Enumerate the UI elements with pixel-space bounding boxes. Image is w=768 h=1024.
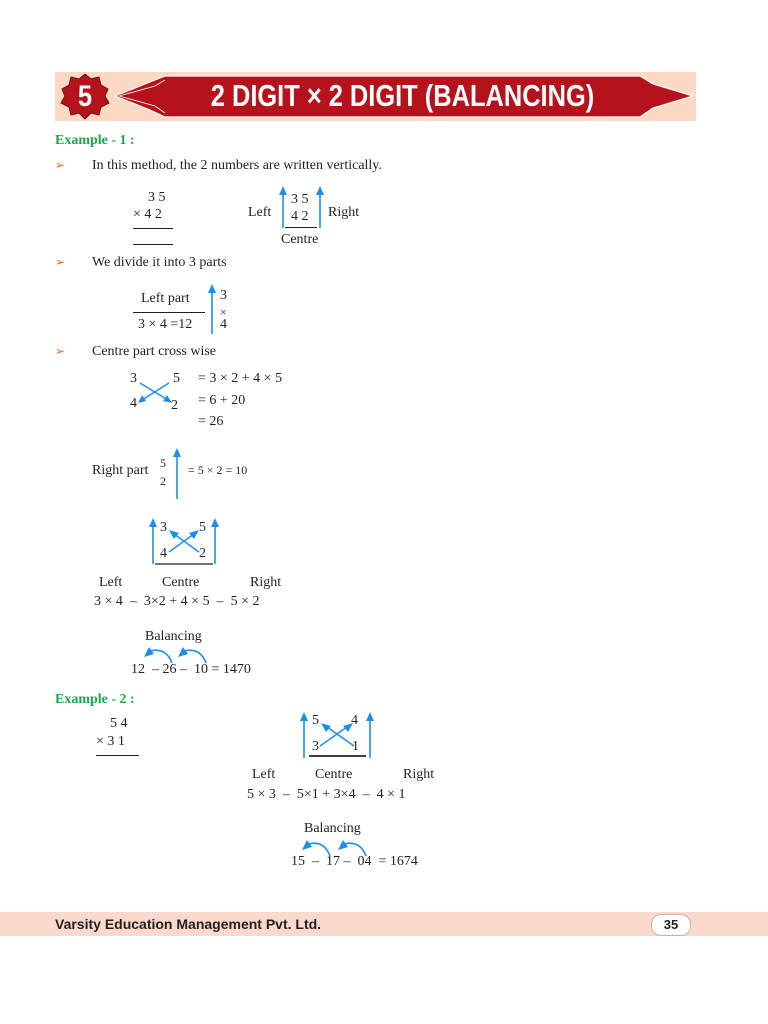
balancing-curved-arrows-icon bbox=[144, 647, 207, 664]
chapter-ribbon-graphic bbox=[60, 73, 696, 120]
footer-band bbox=[0, 912, 768, 936]
answer-blank-line bbox=[133, 244, 173, 246]
combined-digit: 1 bbox=[352, 739, 359, 754]
centre-label: Centre bbox=[281, 232, 319, 247]
cross-arrows-icon bbox=[138, 382, 172, 403]
combined-arrow-diagram-icon bbox=[300, 712, 374, 758]
example-1-heading: Example - 1 : bbox=[55, 133, 135, 148]
bullet-arrow-icon: ➢ bbox=[55, 344, 66, 358]
bullet-text: In this method, the 2 numbers are writte… bbox=[92, 158, 382, 173]
cross-digit: 5 bbox=[173, 371, 180, 386]
combined-digit: 4 bbox=[351, 713, 358, 728]
blue-up-arrow-icon bbox=[173, 448, 181, 499]
diagram-rule bbox=[285, 227, 317, 229]
left-part-digit-bottom: 4 bbox=[220, 317, 227, 332]
problem-multiplicand: 5 4 bbox=[110, 716, 128, 731]
combined-digit: 2 bbox=[199, 546, 206, 561]
combined-digit: 5 bbox=[199, 520, 206, 535]
blue-up-arrows-icon bbox=[279, 186, 324, 228]
summary-left-label: Left bbox=[252, 767, 276, 782]
right-label: Right bbox=[328, 205, 360, 220]
balancing-label: Balancing bbox=[304, 821, 361, 836]
left-part-digit-top: 3 bbox=[220, 288, 227, 303]
left-part-calc: 3 × 4 =12 bbox=[138, 317, 193, 332]
problem-multiplier: × 4 2 bbox=[133, 207, 162, 222]
combined-digit: 4 bbox=[160, 546, 167, 561]
right-part-label: Right part bbox=[92, 463, 149, 478]
blue-up-arrow-icon bbox=[208, 284, 216, 334]
left-part-times: × bbox=[220, 305, 227, 319]
centre-calc-line: = 26 bbox=[198, 414, 224, 429]
summary-centre-label: Centre bbox=[162, 575, 200, 590]
combined-digit: 3 bbox=[160, 520, 167, 535]
answer-rule bbox=[96, 755, 139, 757]
summary-left-label: Left bbox=[99, 575, 123, 590]
centre-calc-line: = 6 + 20 bbox=[198, 393, 246, 408]
balancing-label: Balancing bbox=[145, 629, 202, 644]
publisher-name: Varsity Education Management Pvt. Ltd. bbox=[55, 916, 322, 932]
summary-expression: 3 × 4 – 3×2 + 4 × 5 – 5 × 2 bbox=[94, 594, 260, 609]
chapter-number-badge: 5 bbox=[77, 80, 93, 113]
left-label: Left bbox=[248, 205, 272, 220]
combined-digit: 3 bbox=[312, 739, 319, 754]
bullet-text: Centre part cross wise bbox=[92, 344, 217, 359]
summary-expression: 5 × 3 – 5×1 + 3×4 – 4 × 1 bbox=[247, 787, 406, 802]
balancing-expression: 12 – 26 – 10 = 1470 bbox=[131, 662, 251, 677]
bullet-text: We divide it into 3 parts bbox=[92, 255, 227, 270]
page-title: 2 DIGIT × 2 DIGIT (BALANCING) bbox=[210, 78, 595, 113]
right-part-digit-bottom: 2 bbox=[160, 474, 166, 488]
combined-arrow-diagram-icon bbox=[149, 518, 219, 565]
left-part-rule bbox=[133, 312, 205, 314]
balancing-curved-arrows-icon bbox=[302, 840, 367, 857]
bullet-arrow-icon: ➢ bbox=[55, 158, 66, 172]
page-number: 35 bbox=[651, 914, 691, 936]
right-part-calc: = 5 × 2 = 10 bbox=[188, 463, 248, 477]
problem-multiplier: × 3 1 bbox=[96, 734, 125, 749]
example-2-heading: Example - 2 : bbox=[55, 692, 135, 707]
cross-digit: 2 bbox=[171, 398, 178, 413]
diagram-top-number: 3 5 bbox=[291, 192, 309, 207]
combined-digit: 5 bbox=[312, 713, 319, 728]
problem-multiplicand: 3 5 bbox=[148, 190, 166, 205]
answer-rule bbox=[133, 228, 173, 230]
cross-digit: 3 bbox=[130, 371, 137, 386]
summary-right-label: Right bbox=[403, 767, 435, 782]
left-part-label: Left part bbox=[141, 291, 190, 306]
summary-centre-label: Centre bbox=[315, 767, 353, 782]
bullet-arrow-icon: ➢ bbox=[55, 255, 66, 269]
cross-digit: 4 bbox=[130, 396, 137, 411]
centre-calc-line: = 3 × 2 + 4 × 5 bbox=[198, 371, 283, 386]
summary-right-label: Right bbox=[250, 575, 282, 590]
balancing-expression: 15 – 17 – 04 = 1674 bbox=[291, 854, 418, 869]
diagram-bottom-number: 4 2 bbox=[291, 209, 309, 224]
right-part-digit-top: 5 bbox=[160, 456, 166, 470]
